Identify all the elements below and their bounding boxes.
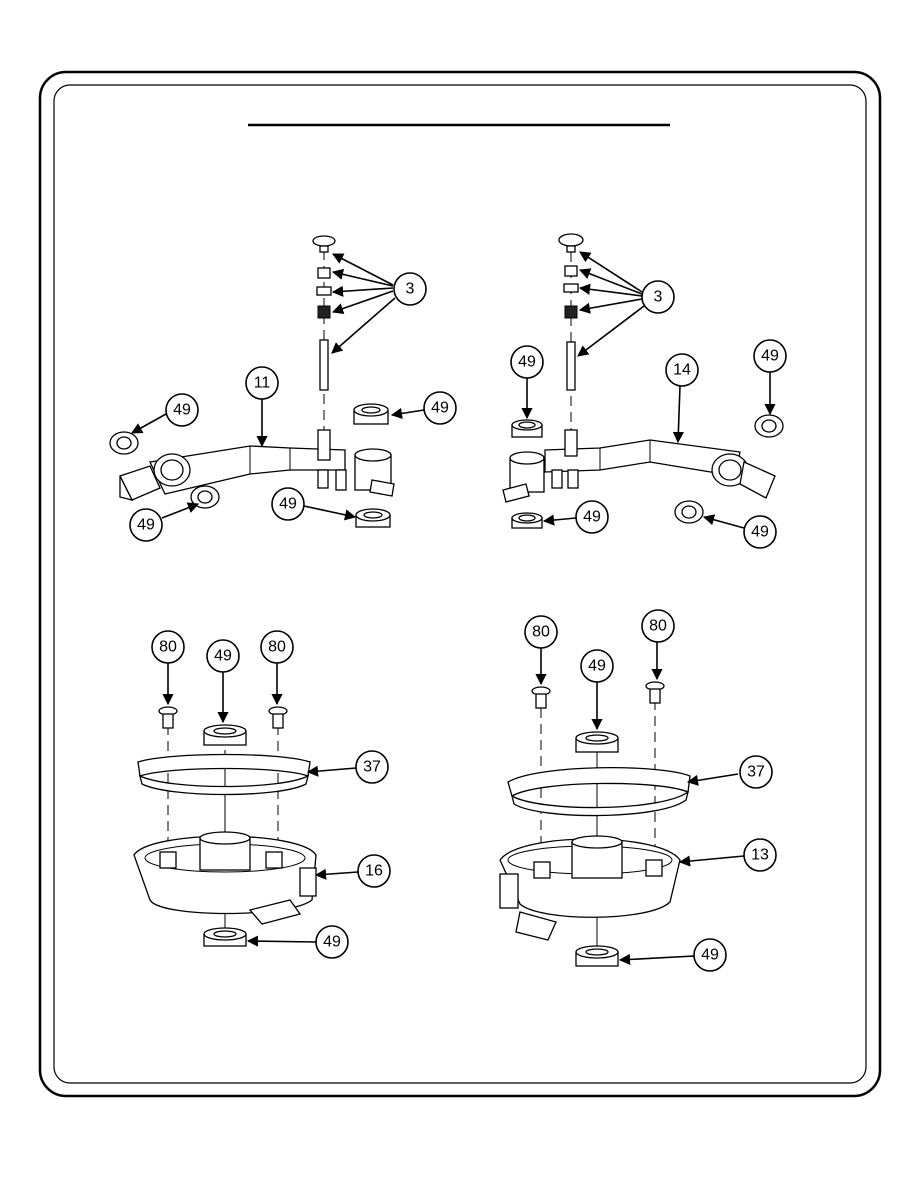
callout-80 [151, 630, 185, 664]
callout-80 [641, 609, 675, 643]
callout-label: 16 [365, 863, 383, 880]
assembly-bottom-left: 80 49 80 37 16 49 [133, 630, 391, 959]
callout-label: 80 [268, 639, 286, 656]
callout-49 [165, 393, 199, 427]
callout-49 [423, 391, 457, 425]
bearing [511, 419, 543, 438]
callout-label: 37 [363, 759, 381, 776]
callout-37 [739, 755, 773, 789]
bearing [754, 414, 784, 438]
callout-label: 49 [583, 509, 601, 526]
callout-label: 49 [279, 496, 297, 513]
callout-49 [580, 649, 614, 683]
callout-label: 49 [518, 354, 536, 371]
bearing [674, 500, 704, 524]
callout-label: 49 [761, 348, 779, 365]
callout-49 [271, 487, 305, 521]
callout-label: 49 [214, 648, 232, 665]
callout-13 [743, 838, 777, 872]
callout-label: 49 [701, 947, 719, 964]
callout-3 [393, 272, 427, 306]
assembly-top-left: 3 11 49 49 49 49 [109, 235, 457, 542]
assembly-top-right: 3 49 14 49 49 49 [502, 233, 787, 549]
callout-label: 3 [406, 281, 415, 298]
callout-label: 49 [751, 524, 769, 541]
bearing [353, 403, 389, 425]
callout-label: 49 [588, 658, 606, 675]
callout-label: 37 [747, 764, 765, 781]
callout-label: 11 [254, 375, 271, 392]
callout-49 [510, 345, 544, 379]
callout-37 [355, 750, 389, 784]
callout-49 [753, 339, 787, 373]
callout-label: 49 [137, 517, 155, 534]
callout-label: 49 [323, 934, 341, 951]
callout-label: 80 [649, 618, 667, 635]
callout-label: 80 [532, 624, 550, 641]
callout-49 [206, 639, 240, 673]
callout-49 [129, 508, 163, 542]
callout-label: 13 [751, 847, 769, 864]
callout-label: 49 [173, 402, 191, 419]
callout-label: 80 [159, 639, 177, 656]
callout-11 [245, 366, 279, 400]
callout-49 [693, 938, 727, 972]
callout-80 [260, 630, 294, 664]
outer-frame [38, 70, 882, 1098]
bearing [511, 512, 543, 529]
bearing [109, 431, 139, 455]
callout-49 [315, 925, 349, 959]
callout-49 [575, 500, 609, 534]
callout-label: 14 [673, 362, 691, 379]
callout-49 [743, 515, 777, 549]
bearing [355, 508, 391, 528]
callout-3 [641, 280, 675, 314]
callout-80 [524, 615, 558, 649]
inner-frame [53, 84, 867, 1084]
callout-14 [665, 353, 699, 387]
assembly-bottom-right: 80 49 80 37 13 49 [499, 609, 777, 972]
callout-label: 49 [431, 400, 449, 417]
callout-label: 3 [654, 289, 663, 306]
callout-16 [357, 854, 391, 888]
